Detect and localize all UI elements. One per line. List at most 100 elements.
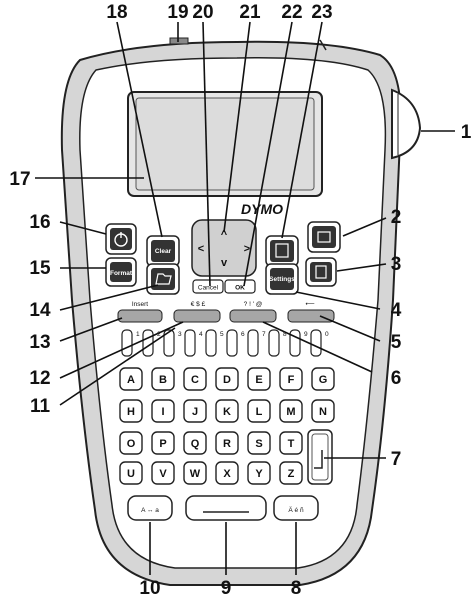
letter-key-label: F — [288, 374, 295, 386]
letter-key-d[interactable] — [215, 367, 239, 391]
letter-key-v[interactable] — [151, 461, 175, 485]
letter-key-r[interactable] — [215, 431, 239, 455]
letter-key-label: S — [255, 438, 262, 450]
number-key-6[interactable] — [226, 329, 238, 357]
letter-key-i[interactable] — [151, 399, 175, 423]
letter-key-a[interactable] — [119, 367, 143, 391]
callout-16: 16 — [29, 212, 50, 233]
tape-exit-knob — [391, 88, 422, 160]
number-key-4[interactable] — [184, 329, 196, 357]
letter-key-l[interactable] — [247, 399, 271, 423]
letter-key-label: E — [255, 374, 262, 386]
caps-key[interactable] — [127, 495, 173, 521]
backspace-key[interactable] — [287, 309, 335, 323]
callout-10: 10 — [139, 578, 160, 599]
letter-key-e[interactable] — [247, 367, 271, 391]
letter-key-label: V — [159, 468, 167, 480]
format-button-label: Format — [110, 270, 133, 277]
nav-up-icon[interactable]: ^ — [221, 229, 228, 241]
letter-key-t[interactable] — [279, 431, 303, 455]
letter-key-f[interactable] — [279, 367, 303, 391]
letter-key-p[interactable] — [151, 431, 175, 455]
callout-6: 6 — [391, 368, 402, 389]
letter-key-label: C — [191, 374, 199, 386]
nav-left-icon[interactable]: < — [198, 243, 204, 255]
space-bar[interactable] — [185, 495, 267, 521]
accent-key-label: Ä é ñ — [288, 506, 304, 514]
brand-logo: DYMO — [241, 201, 283, 217]
settings-button-label: Settings — [269, 276, 295, 283]
insert-label: Insert — [132, 301, 148, 308]
callout-7: 7 — [391, 449, 402, 470]
letter-key-y[interactable] — [247, 461, 271, 485]
letter-key-j[interactable] — [183, 399, 207, 423]
letter-key-k[interactable] — [215, 399, 239, 423]
number-key-8[interactable] — [268, 329, 280, 357]
letter-key-label: R — [223, 438, 231, 450]
number-key-3[interactable] — [163, 329, 175, 357]
letter-key-q[interactable] — [183, 431, 207, 455]
tape-slot — [169, 37, 189, 45]
callout-15: 15 — [29, 258, 51, 279]
accent-key[interactable] — [273, 495, 319, 521]
callout-23: 23 — [311, 2, 332, 23]
number-key-5[interactable] — [205, 329, 217, 357]
clear-button-label: Clear — [155, 248, 172, 255]
callout-18: 18 — [106, 2, 127, 23]
punctuation-key[interactable] — [229, 309, 277, 323]
letter-key-label: K — [223, 406, 231, 418]
callout-20: 20 — [192, 2, 213, 23]
letter-key-label: X — [223, 468, 231, 480]
number-key-9[interactable] — [289, 329, 301, 357]
letter-key-h[interactable] — [119, 399, 143, 423]
cancel-button-label: Cancel — [198, 285, 219, 292]
cancel-button[interactable] — [192, 279, 224, 294]
number-key-label: 6 — [241, 331, 245, 338]
currency-key[interactable] — [173, 309, 221, 323]
letter-key-u[interactable] — [119, 461, 143, 485]
letter-key-label: N — [319, 406, 327, 418]
letter-key-g[interactable] — [311, 367, 335, 391]
letter-key-label: Q — [191, 438, 200, 450]
number-key-0[interactable] — [310, 329, 322, 357]
letter-key-label: J — [192, 406, 198, 418]
letter-key-x[interactable] — [215, 461, 239, 485]
letter-key-label: B — [159, 374, 167, 386]
letter-key-label: U — [127, 468, 135, 480]
callout-8: 8 — [291, 578, 302, 599]
preview-icon — [315, 265, 327, 279]
nav-right-icon[interactable]: > — [244, 243, 250, 255]
callout-lines — [35, 21, 455, 575]
callout-19: 19 — [167, 2, 188, 23]
callout-13: 13 — [29, 332, 50, 353]
letter-key-b[interactable] — [151, 367, 175, 391]
backspace-icon: ⟵ — [305, 301, 315, 308]
number-key-label: 7 — [262, 331, 266, 338]
number-key-label: 2 — [157, 331, 161, 338]
insert-key[interactable] — [117, 309, 163, 323]
letter-key-o[interactable] — [119, 431, 143, 455]
callout-14: 14 — [29, 300, 51, 321]
nav-down-icon[interactable]: v — [221, 257, 228, 269]
letter-key-c[interactable] — [183, 367, 207, 391]
letter-key-s[interactable] — [247, 431, 271, 455]
punctuation-label: ? ! ' @ — [244, 301, 263, 308]
letter-key-m[interactable] — [279, 399, 303, 423]
number-key-1[interactable] — [121, 329, 133, 357]
letter-key-label: W — [190, 468, 201, 480]
save-icon — [275, 243, 289, 258]
letter-key-w[interactable] — [183, 461, 207, 485]
letter-key-n[interactable] — [311, 399, 335, 423]
callout-2: 2 — [391, 207, 402, 228]
callout-3: 3 — [391, 254, 402, 275]
number-key-7[interactable] — [247, 329, 259, 357]
callout-5: 5 — [391, 332, 402, 353]
letter-key-label: P — [159, 438, 166, 450]
ok-button-label: OK — [235, 285, 245, 292]
letter-key-label: D — [223, 374, 231, 386]
letter-key-z[interactable] — [279, 461, 303, 485]
enter-icon — [314, 450, 323, 469]
ok-button[interactable] — [224, 279, 256, 294]
